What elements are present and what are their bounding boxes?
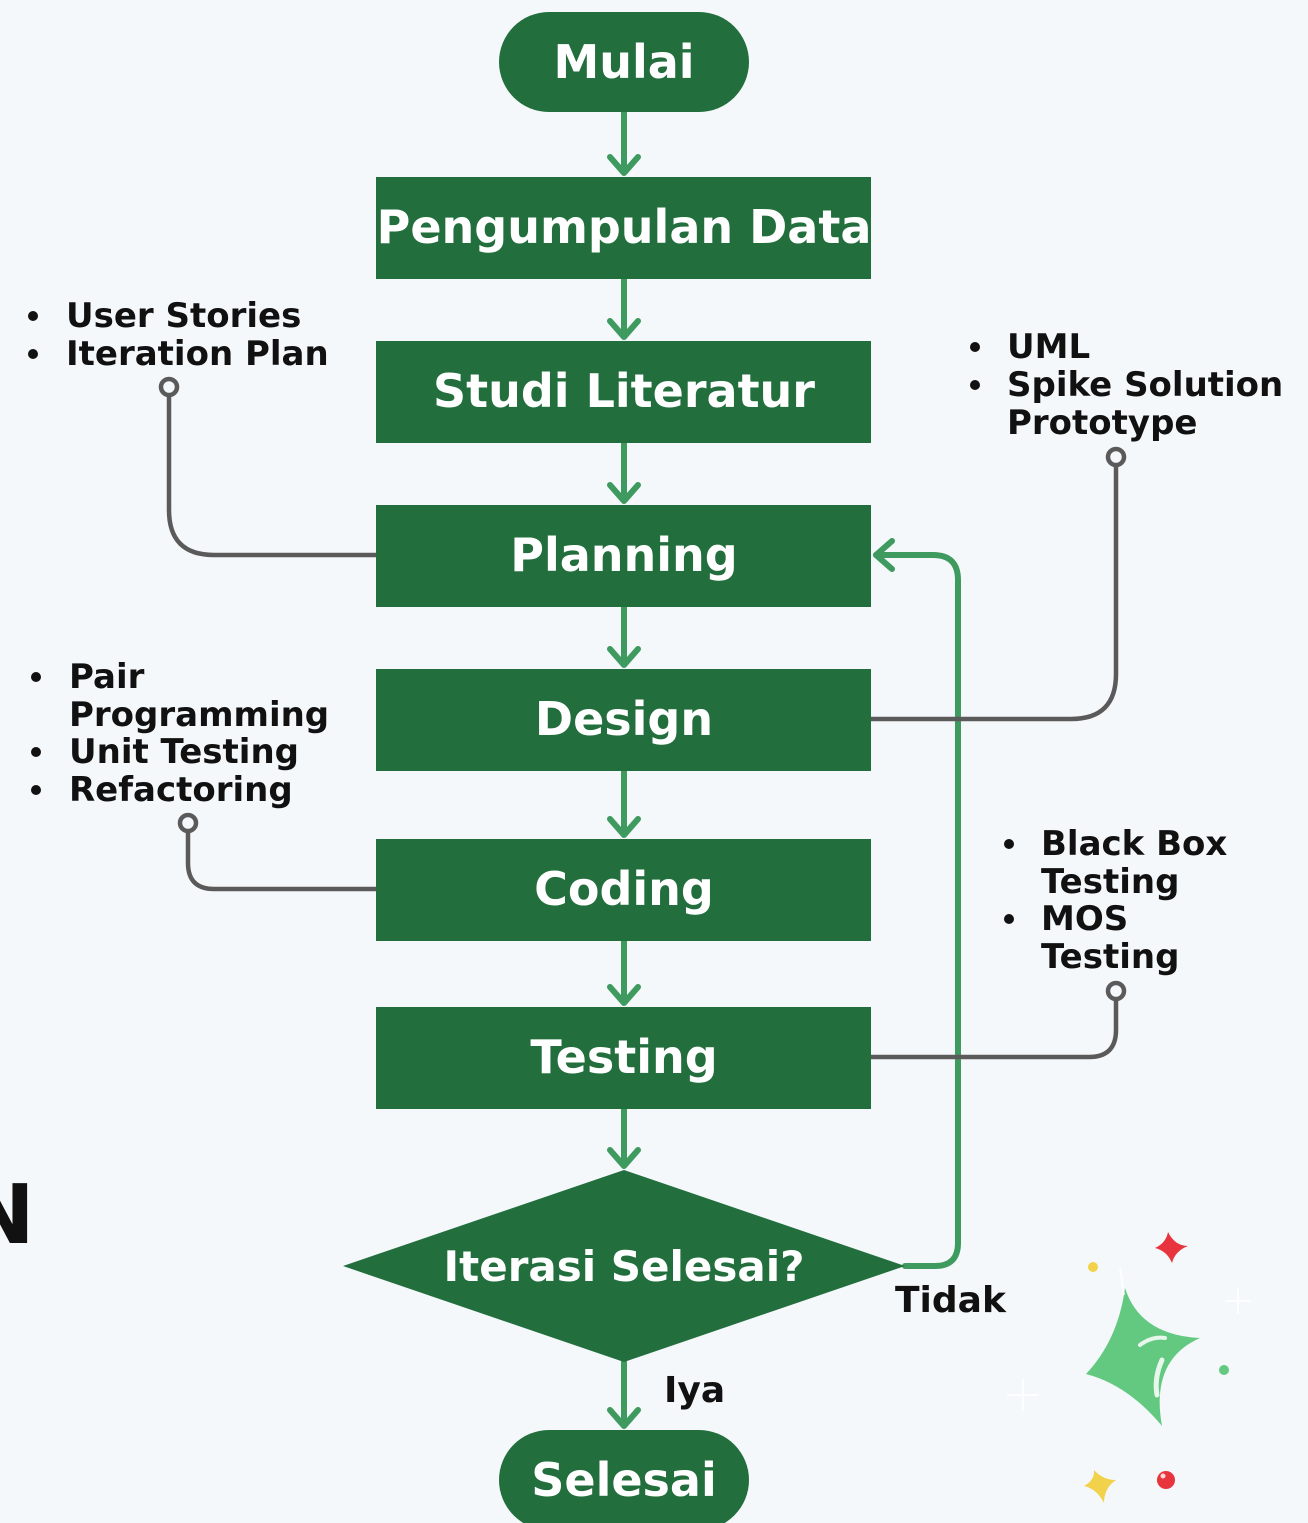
- arrow-design-to-coding: [607, 768, 641, 838]
- flow-arrows: [607, 109, 961, 1429]
- literature-node: Studi Literatur: [376, 341, 871, 443]
- note-connectors: [158, 376, 1127, 1060]
- arrow-start-to-data: [607, 109, 641, 176]
- connector-dot: [1105, 446, 1127, 468]
- bullet: [970, 380, 980, 390]
- note-item: UML: [1007, 327, 1090, 367]
- note-item: Refactoring: [69, 770, 293, 810]
- connector-planning-note: [166, 393, 379, 558]
- end-node: Selesai: [499, 1430, 749, 1523]
- bullet: [28, 349, 38, 359]
- note-item: Spike Solution: [1007, 365, 1283, 405]
- testing-node: Testing: [376, 1007, 871, 1109]
- arrow-decision-to-end: [607, 1359, 641, 1429]
- planning-node: Planning: [376, 505, 871, 607]
- arrow-loop-back-to-planning: [873, 538, 961, 1269]
- bullet: [1004, 914, 1014, 924]
- arrow-literature-to-planning: [607, 440, 641, 504]
- decision-label: Iterasi Selesai?: [444, 1242, 805, 1291]
- bullet: [28, 311, 38, 321]
- testing-label: Testing: [530, 1030, 717, 1084]
- bullet: [1004, 839, 1014, 849]
- connector-testing-note: [868, 997, 1119, 1060]
- arrow-data-to-literature: [607, 276, 641, 340]
- coding-node: Coding: [376, 839, 871, 941]
- planning-note: User Stories Iteration Plan: [28, 296, 329, 374]
- arrow-testing-to-decision: [607, 1106, 641, 1169]
- note-item: MOS: [1041, 899, 1128, 939]
- note-item-continued: Prototype: [1007, 403, 1197, 443]
- connector-dot: [177, 812, 199, 834]
- note-item: User Stories: [66, 296, 301, 336]
- literature-label: Studi Literatur: [433, 364, 815, 418]
- edge-label-no: Tidak: [895, 1280, 1007, 1321]
- connector-dot: [158, 376, 180, 398]
- note-item: Pair: [69, 657, 145, 697]
- design-note: UML Spike Solution Prototype: [970, 327, 1283, 443]
- design-node: Design: [376, 669, 871, 771]
- note-item-continued: Testing: [1041, 937, 1179, 977]
- planning-label: Planning: [510, 528, 737, 582]
- sparkle-icon: [1007, 1232, 1251, 1503]
- edge-label-yes: Iya: [664, 1370, 725, 1411]
- connector-coding-note: [185, 829, 379, 892]
- bullet: [31, 672, 41, 682]
- testing-note: Black Box Testing MOS Testing: [1004, 824, 1227, 977]
- end-label: Selesai: [531, 1453, 716, 1507]
- bullet: [970, 342, 980, 352]
- bullet: [31, 785, 41, 795]
- start-label: Mulai: [553, 35, 694, 89]
- note-item-continued: Testing: [1041, 862, 1179, 902]
- data-collection-node: Pengumpulan Data: [376, 177, 871, 279]
- note-item-continued: Programming: [69, 695, 329, 735]
- design-label: Design: [535, 692, 713, 746]
- arrow-planning-to-design: [607, 604, 641, 668]
- coding-note: Pair Programming Unit Testing Refactorin…: [31, 657, 329, 810]
- start-node: Mulai: [499, 12, 749, 112]
- note-item: Unit Testing: [69, 732, 299, 772]
- note-item: Iteration Plan: [66, 334, 329, 374]
- connector-design-note: [868, 463, 1119, 722]
- note-item: Black Box: [1041, 824, 1227, 864]
- decision-node: Iterasi Selesai?: [343, 1170, 905, 1362]
- connector-dot: [1105, 980, 1127, 1002]
- coding-label: Coding: [534, 862, 714, 916]
- edge-fragment-letter: N: [0, 1168, 35, 1263]
- bullet: [31, 747, 41, 757]
- data-collection-label: Pengumpulan Data: [377, 200, 872, 254]
- arrow-coding-to-testing: [607, 938, 641, 1006]
